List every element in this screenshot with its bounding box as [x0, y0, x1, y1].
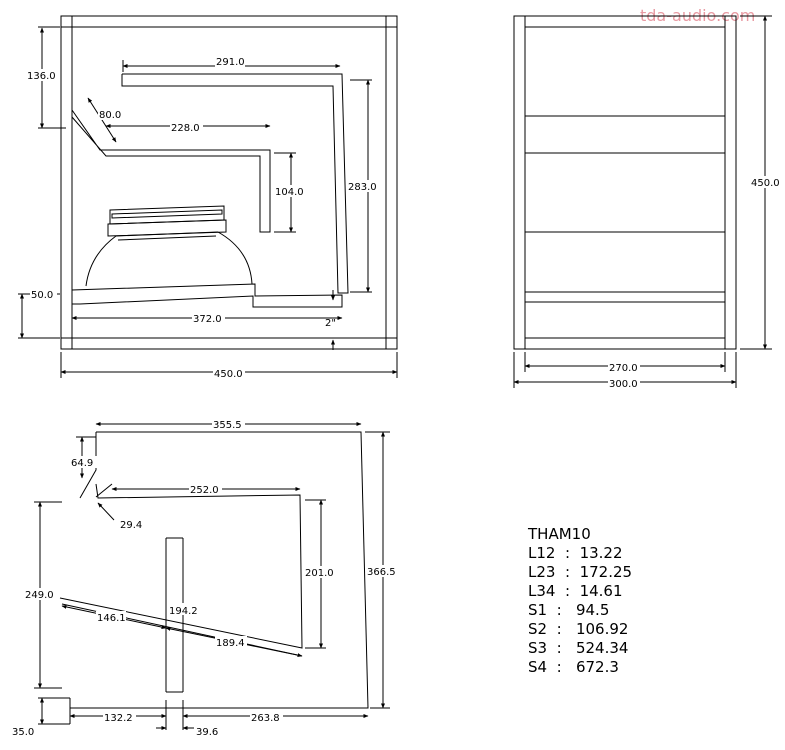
front-view-labels: 450.0 270.0 300.0	[608, 176, 784, 390]
dim-189-4: 189.4	[216, 638, 245, 649]
dim-146-1: 146.1	[97, 613, 126, 624]
dim-270: 270.0	[609, 363, 638, 374]
speaker-driver	[85, 205, 253, 287]
dim-50: 50.0	[31, 290, 53, 301]
dim-2in: 2"	[325, 318, 336, 329]
parameters-block: THAM10 L12 : 13.22 L23 : 172.25 L34 : 14…	[528, 525, 632, 677]
dim-355-5: 355.5	[213, 420, 242, 431]
front-outer	[513, 15, 737, 350]
parameters-title: THAM10	[528, 525, 591, 543]
dim-366-5: 366.5	[367, 567, 396, 578]
dim-35: 35.0	[12, 727, 34, 738]
dim-80: 80.0	[99, 110, 121, 121]
dim-29-4: 29.4	[120, 520, 142, 531]
dim-249: 249.0	[25, 590, 54, 601]
dim-64-9: 64.9	[71, 458, 93, 469]
side-view-labels: 136.0 80.0 291.0 228.0 104.0 283.0 50.0 …	[26, 55, 380, 380]
param-s2: S2 : 106.92	[528, 620, 629, 638]
param-s3: S3 : 524.34	[528, 639, 629, 657]
side-view	[18, 15, 398, 378]
dim-194-2: 194.2	[169, 606, 198, 617]
upper-horizontal-baffle	[71, 109, 271, 233]
dim-201: 201.0	[305, 568, 334, 579]
dim-136: 136.0	[27, 71, 56, 82]
long-top-baffle	[121, 73, 349, 294]
dim-263-8: 263.8	[251, 713, 280, 724]
top-panel	[60, 15, 398, 28]
left-panel	[60, 15, 73, 350]
dim-372: 372.0	[193, 314, 222, 325]
dim-104: 104.0	[275, 187, 304, 198]
dim-39-6: 39.6	[196, 727, 218, 738]
dim-450-width: 450.0	[214, 369, 243, 380]
dim-300: 300.0	[609, 379, 638, 390]
dim-228: 228.0	[171, 123, 200, 134]
param-l12: L12 : 13.22	[528, 544, 623, 562]
dim-283: 283.0	[348, 182, 377, 193]
param-s1: S1 : 94.5	[528, 601, 610, 619]
right-panel	[385, 15, 398, 350]
dim-252: 252.0	[190, 485, 219, 496]
dim-450-height: 450.0	[751, 178, 780, 189]
dim-291: 291.0	[216, 57, 245, 68]
bottom-panel	[60, 337, 398, 350]
path-view	[34, 422, 390, 730]
param-l23: L23 : 172.25	[528, 563, 633, 581]
param-s4: S4 : 672.3	[528, 658, 619, 676]
front-view	[513, 15, 772, 388]
path-outer	[70, 431, 369, 709]
bottom-sloped-baffle	[71, 283, 343, 308]
path-view-labels: 355.5 64.9 252.0 29.4 201.0 366.5 249.0 …	[12, 418, 400, 738]
param-l34: L34 : 14.61	[528, 582, 623, 600]
dim-132-2: 132.2	[104, 713, 133, 724]
